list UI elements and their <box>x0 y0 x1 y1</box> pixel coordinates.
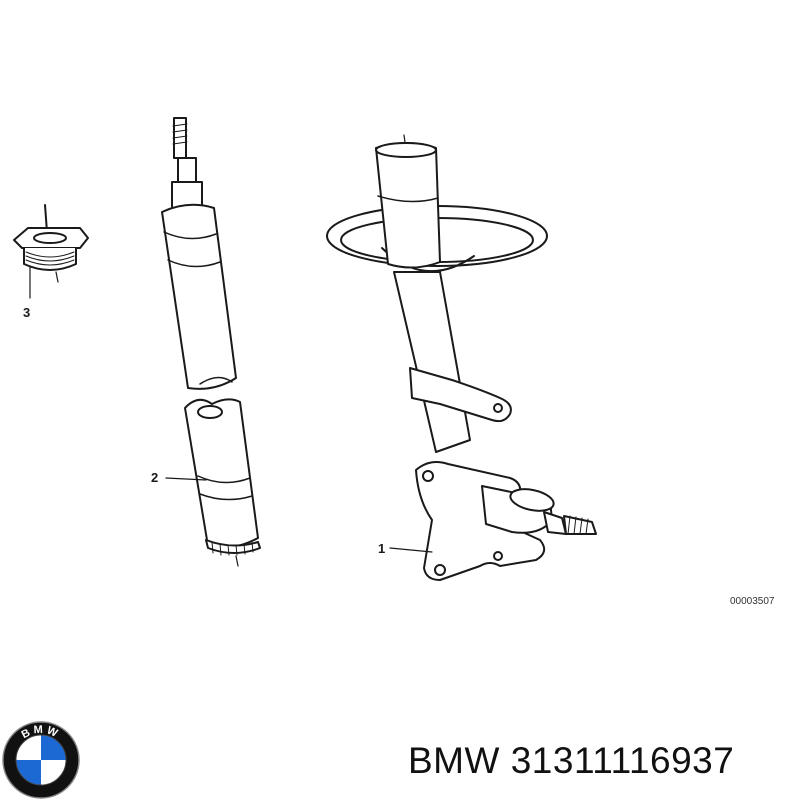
protective-tube <box>165 398 261 567</box>
callout-item-2: 2 <box>151 470 159 485</box>
part-number: 31311116937 <box>510 740 735 781</box>
callout-item-1: 1 <box>378 541 386 556</box>
support-nut <box>13 204 89 299</box>
diagram-number: 00003507 <box>730 596 775 607</box>
shock-absorber-insert <box>161 117 237 390</box>
part-caption: BMW 31311116937 <box>408 740 734 782</box>
brand-name: BMW <box>408 740 500 781</box>
strut-housing <box>326 134 597 581</box>
callout-item-3: 3 <box>23 305 31 320</box>
